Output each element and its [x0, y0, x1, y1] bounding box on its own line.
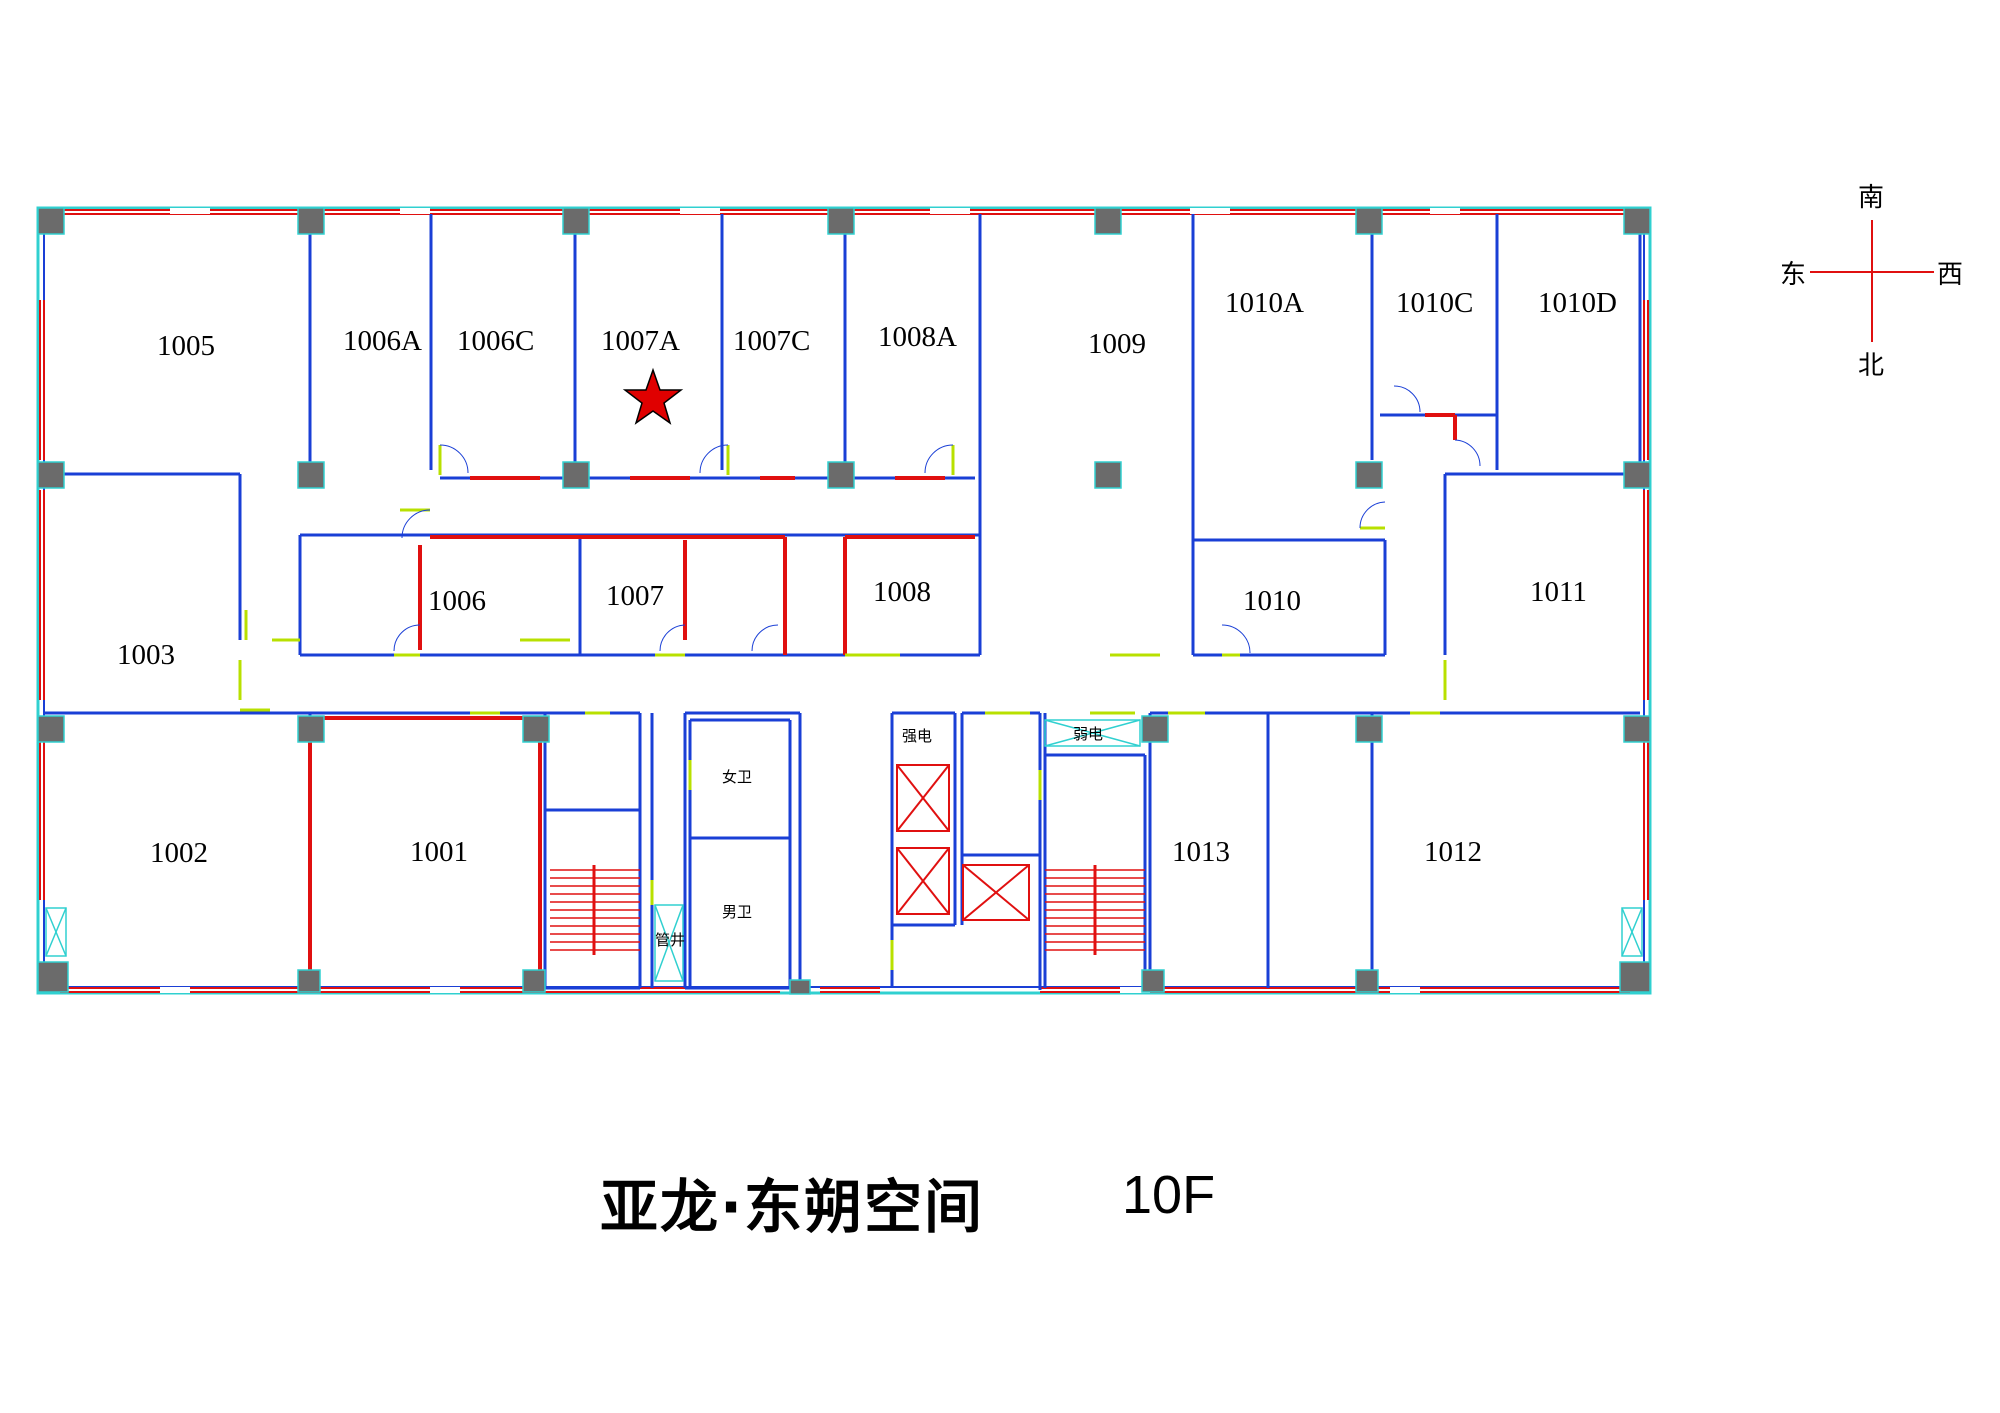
room-1009-label: 1009 — [1088, 328, 1146, 360]
room-1010A-label: 1010A — [1225, 287, 1304, 319]
room-1010D-label: 1010D — [1538, 287, 1617, 319]
room-1005-label: 1005 — [157, 330, 215, 362]
room-1006C-label: 1006C — [457, 325, 534, 357]
room-1001-label: 1001 — [410, 836, 468, 868]
room-1008A-label: 1008A — [878, 321, 957, 353]
compass: 南 北 东 西 — [1780, 183, 1963, 381]
stairs-left — [550, 865, 640, 955]
room-1010C-label: 1010C — [1396, 287, 1473, 319]
well-label: 管井 — [655, 931, 685, 949]
strong-power-label: 强电 — [902, 727, 932, 745]
windows-sides — [39, 300, 1649, 900]
star-icon — [622, 367, 684, 425]
room-labels: 1005 1006A 1006C 1007A 1007C 1008A 1009 … — [117, 287, 1617, 869]
room-1006-label: 1006 — [428, 585, 486, 617]
room-1013-label: 1013 — [1172, 836, 1230, 868]
building-title: 亚龙·东朔空间 — [600, 1173, 985, 1241]
room-1006A-label: 1006A — [343, 325, 422, 357]
glass-partitions — [308, 413, 1457, 985]
doors — [238, 445, 1447, 970]
compass-bottom-label: 北 — [1858, 351, 1884, 381]
compass-top-label: 南 — [1858, 183, 1884, 213]
compass-left-label: 东 — [1780, 260, 1806, 290]
room-1007A-label: 1007A — [601, 325, 680, 357]
room-1012-label: 1012 — [1424, 836, 1482, 868]
elevators — [896, 764, 1030, 921]
room-1008-label: 1008 — [873, 576, 931, 608]
room-1007-label: 1007 — [606, 580, 664, 612]
weak-power-label: 弱电 — [1073, 725, 1103, 743]
columns — [37, 207, 1651, 995]
room-1002-label: 1002 — [150, 837, 208, 869]
floor-label: 10F — [1122, 1165, 1216, 1225]
female-wc-label: 女卫 — [722, 768, 752, 786]
room-1010-label: 1010 — [1243, 585, 1301, 617]
interior-walls — [44, 214, 1642, 990]
stairs-right — [1045, 865, 1145, 955]
male-wc-label: 男卫 — [722, 903, 752, 921]
shafts — [45, 719, 1643, 982]
compass-right-label: 西 — [1937, 260, 1963, 290]
room-1007C-label: 1007C — [733, 325, 810, 357]
room-1003-label: 1003 — [117, 639, 175, 671]
room-1011-label: 1011 — [1530, 576, 1587, 608]
